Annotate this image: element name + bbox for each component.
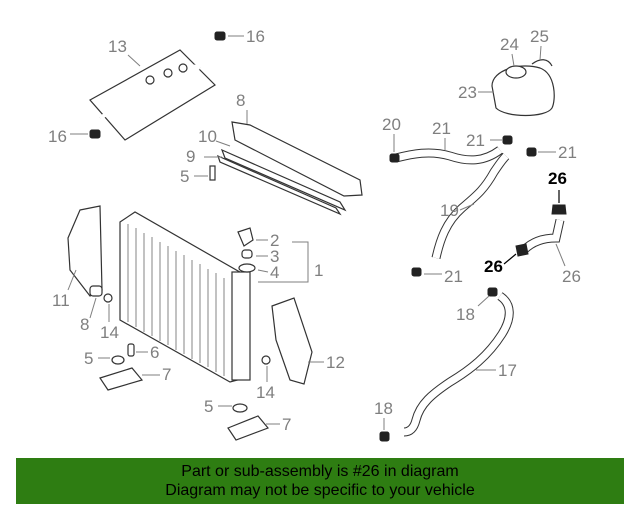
clamp-16-top [214,31,226,41]
callout-14-right: 14 [256,383,275,402]
insulator-5-lower [232,403,248,413]
clamp-18-lower [379,431,390,442]
callout-12: 10 [198,127,217,146]
radiator [119,211,251,383]
radiator-seal [209,121,363,216]
callout-24: 25 [530,27,549,46]
hose-25 [520,219,565,254]
bracket-13-left [67,205,103,297]
callout-15: 13 [108,37,127,56]
callout-21-a: 20 [382,115,401,134]
callout-25: 26 [562,267,581,286]
hose-kit-box [89,49,216,141]
clamp-21-a [389,153,400,163]
hose-17 [403,292,514,437]
clamp-21-d [411,267,422,277]
callout-21-b: 21 [466,131,485,150]
clamp-21-b [502,135,513,145]
callout-13-left: 11 [52,291,70,310]
bracket-13-right [271,297,313,385]
callout-5-lower: 5 [204,397,213,416]
callout-13-right: 12 [326,353,345,372]
callout-16-top: 16 [246,27,265,46]
mount-9 [89,285,103,297]
clamp-16-left [89,129,101,139]
callout-21-d: 21 [444,267,463,286]
clamp-26-lower[interactable] [515,243,529,257]
callout-8-lower: 7 [282,415,291,434]
callout-22: 23 [458,83,477,102]
info-banner: Part or sub-assembly is #26 in diagram D… [16,458,624,504]
callout-26-lower[interactable]: 26 [484,257,503,276]
callout-6: 5 [180,167,189,186]
callout-18-lower: 18 [374,399,393,418]
callout-11: 9 [186,147,195,166]
callout-2: 2 [270,231,279,250]
clamp-26-upper[interactable] [551,204,567,215]
callout-9: 8 [80,315,89,334]
bracket-8-upper [99,367,144,391]
pin-7 [127,343,135,357]
coolant-reservoir [491,59,555,117]
callout-19: 19 [440,201,459,220]
callout-5-upper: 5 [84,349,93,368]
hose-20 [394,146,503,165]
clamp-18-upper [487,287,498,297]
banner-line-1: Part or sub-assembly is #26 in diagram [181,463,459,480]
radiator-cap-parts [237,227,256,273]
callout-14-left: 14 [100,323,119,342]
bracket-8-lower [227,415,270,441]
callout-26-upper[interactable]: 26 [548,169,567,188]
banner-line-2: Diagram may not be specific to your vehi… [165,482,475,499]
callout-8-upper: 7 [162,365,171,384]
callout-23: 24 [500,35,519,54]
callout-4: 4 [270,263,279,282]
callout-16-left: 16 [48,127,67,146]
nut-14-left [103,293,113,303]
callout-1: 1 [314,261,323,280]
callout-7: 6 [150,343,159,362]
hose-19 [431,152,510,259]
clamp-21-c [526,147,537,157]
callout-17: 17 [498,361,517,380]
callout-3: 3 [270,247,279,266]
callout-20: 21 [432,119,451,138]
nut-14-right [261,355,271,365]
parts-diagram: 13 16 16 8 10 9 5 [48,27,581,442]
callout-21-c: 21 [558,143,577,162]
callout-18-upper: 18 [456,305,475,324]
insulator-5-upper [111,355,125,365]
callout-10: 8 [236,91,245,110]
